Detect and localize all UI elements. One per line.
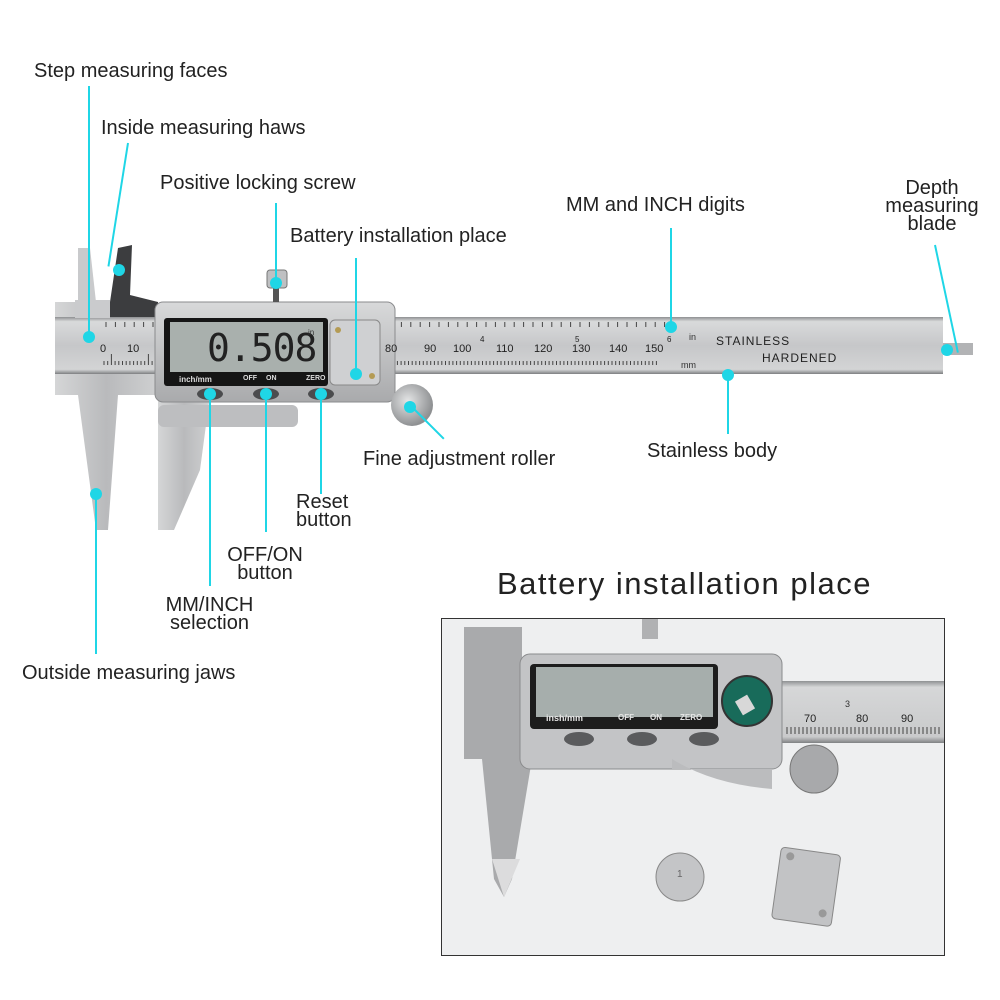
mm-scale-number: 100 [453,343,472,355]
label-mm-inch-digits: MM and INCH digits [566,194,745,216]
mm-scale-number: 130 [572,343,591,355]
mm-scale-number: 80 [385,343,398,355]
inset-inch-number: 3 [845,699,851,709]
fixed-outside-jaw [55,248,158,530]
marker-outside-jaws [90,488,102,500]
label-battery-installation-place: Battery installation place [290,225,507,247]
mm-scale-number: 110 [496,343,514,355]
leader-outside-jaws [95,494,97,654]
inset-btn-zero: ZERO [680,713,703,722]
label-depth-measuring-blade: Depth measuring blade [872,177,992,235]
moving-outside-jaw [158,395,210,530]
inch-scale-number: 5 [575,335,580,344]
marker-battery [350,368,362,380]
marker-reset-button [315,388,327,400]
button-label-zero: ZERO [306,375,326,382]
inset-illustration [464,619,944,927]
engraving-hardened: HARDENED [762,351,838,365]
leader-locking-screw [275,203,277,283]
label-depth-line2: measuring [885,195,979,217]
mm-scale-number: 0 [100,343,107,355]
marker-inside-jaws [113,264,125,276]
label-step-measuring-faces: Step measuring faces [34,60,228,82]
inset-roller [789,744,839,794]
mm-scale-number: 120 [534,343,553,355]
label-outside-measuring-jaws: Outside measuring jaws [22,662,236,684]
inch-scale-number: 6 [667,335,672,344]
inch-scale-number: 4 [480,335,485,344]
inset-battery-marking: 1 [677,869,683,880]
label-depth-line1: Depth [905,177,959,199]
inset-lcd-screen [536,667,713,717]
leader-step-faces [88,86,90,336]
inset-fixed-jaw [464,627,532,897]
lcd-screen [170,322,323,372]
inside-jaw [110,245,158,318]
marker-fine-roller [404,401,416,413]
label-mminch-line1: MM/INCH [165,594,254,616]
leader-battery [355,258,357,373]
label-offon-line1: OFF/ON [227,544,303,566]
marker-step-faces [83,331,95,343]
leader-offon-button [265,394,267,532]
label-fine-adjustment-roller: Fine adjustment roller [363,448,556,470]
leader-stainless-body [727,374,729,434]
leader-mm-inch-digits [670,228,672,326]
scale-inch-unit: in [689,332,697,342]
inset-mm-number: 70 [804,713,817,725]
inset-beam [772,681,944,743]
marker-mm-inch-selection [204,388,216,400]
label-positive-locking-screw: Positive locking screw [160,172,356,194]
engraving-stainless: STAINLESS [716,334,791,348]
marker-stainless-body [722,369,734,381]
inset-mm-number: 90 [901,713,914,725]
scale-mm-unit: mm [681,360,696,370]
mm-scale-number: 140 [609,343,628,355]
inset-btn-off: OFF [618,713,634,722]
label-reset-button: Reset button [296,491,352,531]
inset-btn-inch-mm: insh/mm [546,713,584,723]
lcd-reading: 0.508 [207,326,317,370]
marker-locking-screw [270,277,282,289]
marker-mm-inch-digits [665,321,677,333]
battery-inset-photo: insh/mm OFF ON ZERO 3 70 80 90 1 [441,618,945,956]
label-depth-line3: blade [907,213,957,235]
inset-title: Battery installation place [497,566,873,601]
label-mminch-line2: selection [170,612,249,634]
label-stainless-body: Stainless body [647,440,778,462]
leader-reset-button [320,394,322,494]
lcd-unit: in [308,328,315,337]
inset-btn-on: ON [650,713,662,722]
marker-offon-button [260,388,272,400]
mm-scale-number: 10 [127,343,140,355]
label-offon-button: OFF/ON button [215,544,315,584]
caliper-illustration [55,245,973,530]
label-mm-inch-selection: MM/INCH selection [152,594,267,634]
inset-coin-battery [655,852,705,902]
marker-depth-blade [941,344,953,356]
inset-mm-number: 80 [856,713,869,725]
label-inside-measuring-jaws: Inside measuring haws [101,117,306,139]
button-label-off: OFF [243,375,257,382]
leader-mm-inch-selection [209,394,211,586]
label-reset-line1: Reset [296,491,349,513]
button-label-on: ON [266,375,277,382]
label-offon-line2: button [237,562,293,584]
mm-scale-number: 150 [645,343,664,355]
button-label-inch-mm: inch/mm [179,375,212,384]
label-reset-line2: button [296,509,352,531]
inset-battery-cover [771,846,841,927]
mm-scale-number: 90 [424,343,437,355]
